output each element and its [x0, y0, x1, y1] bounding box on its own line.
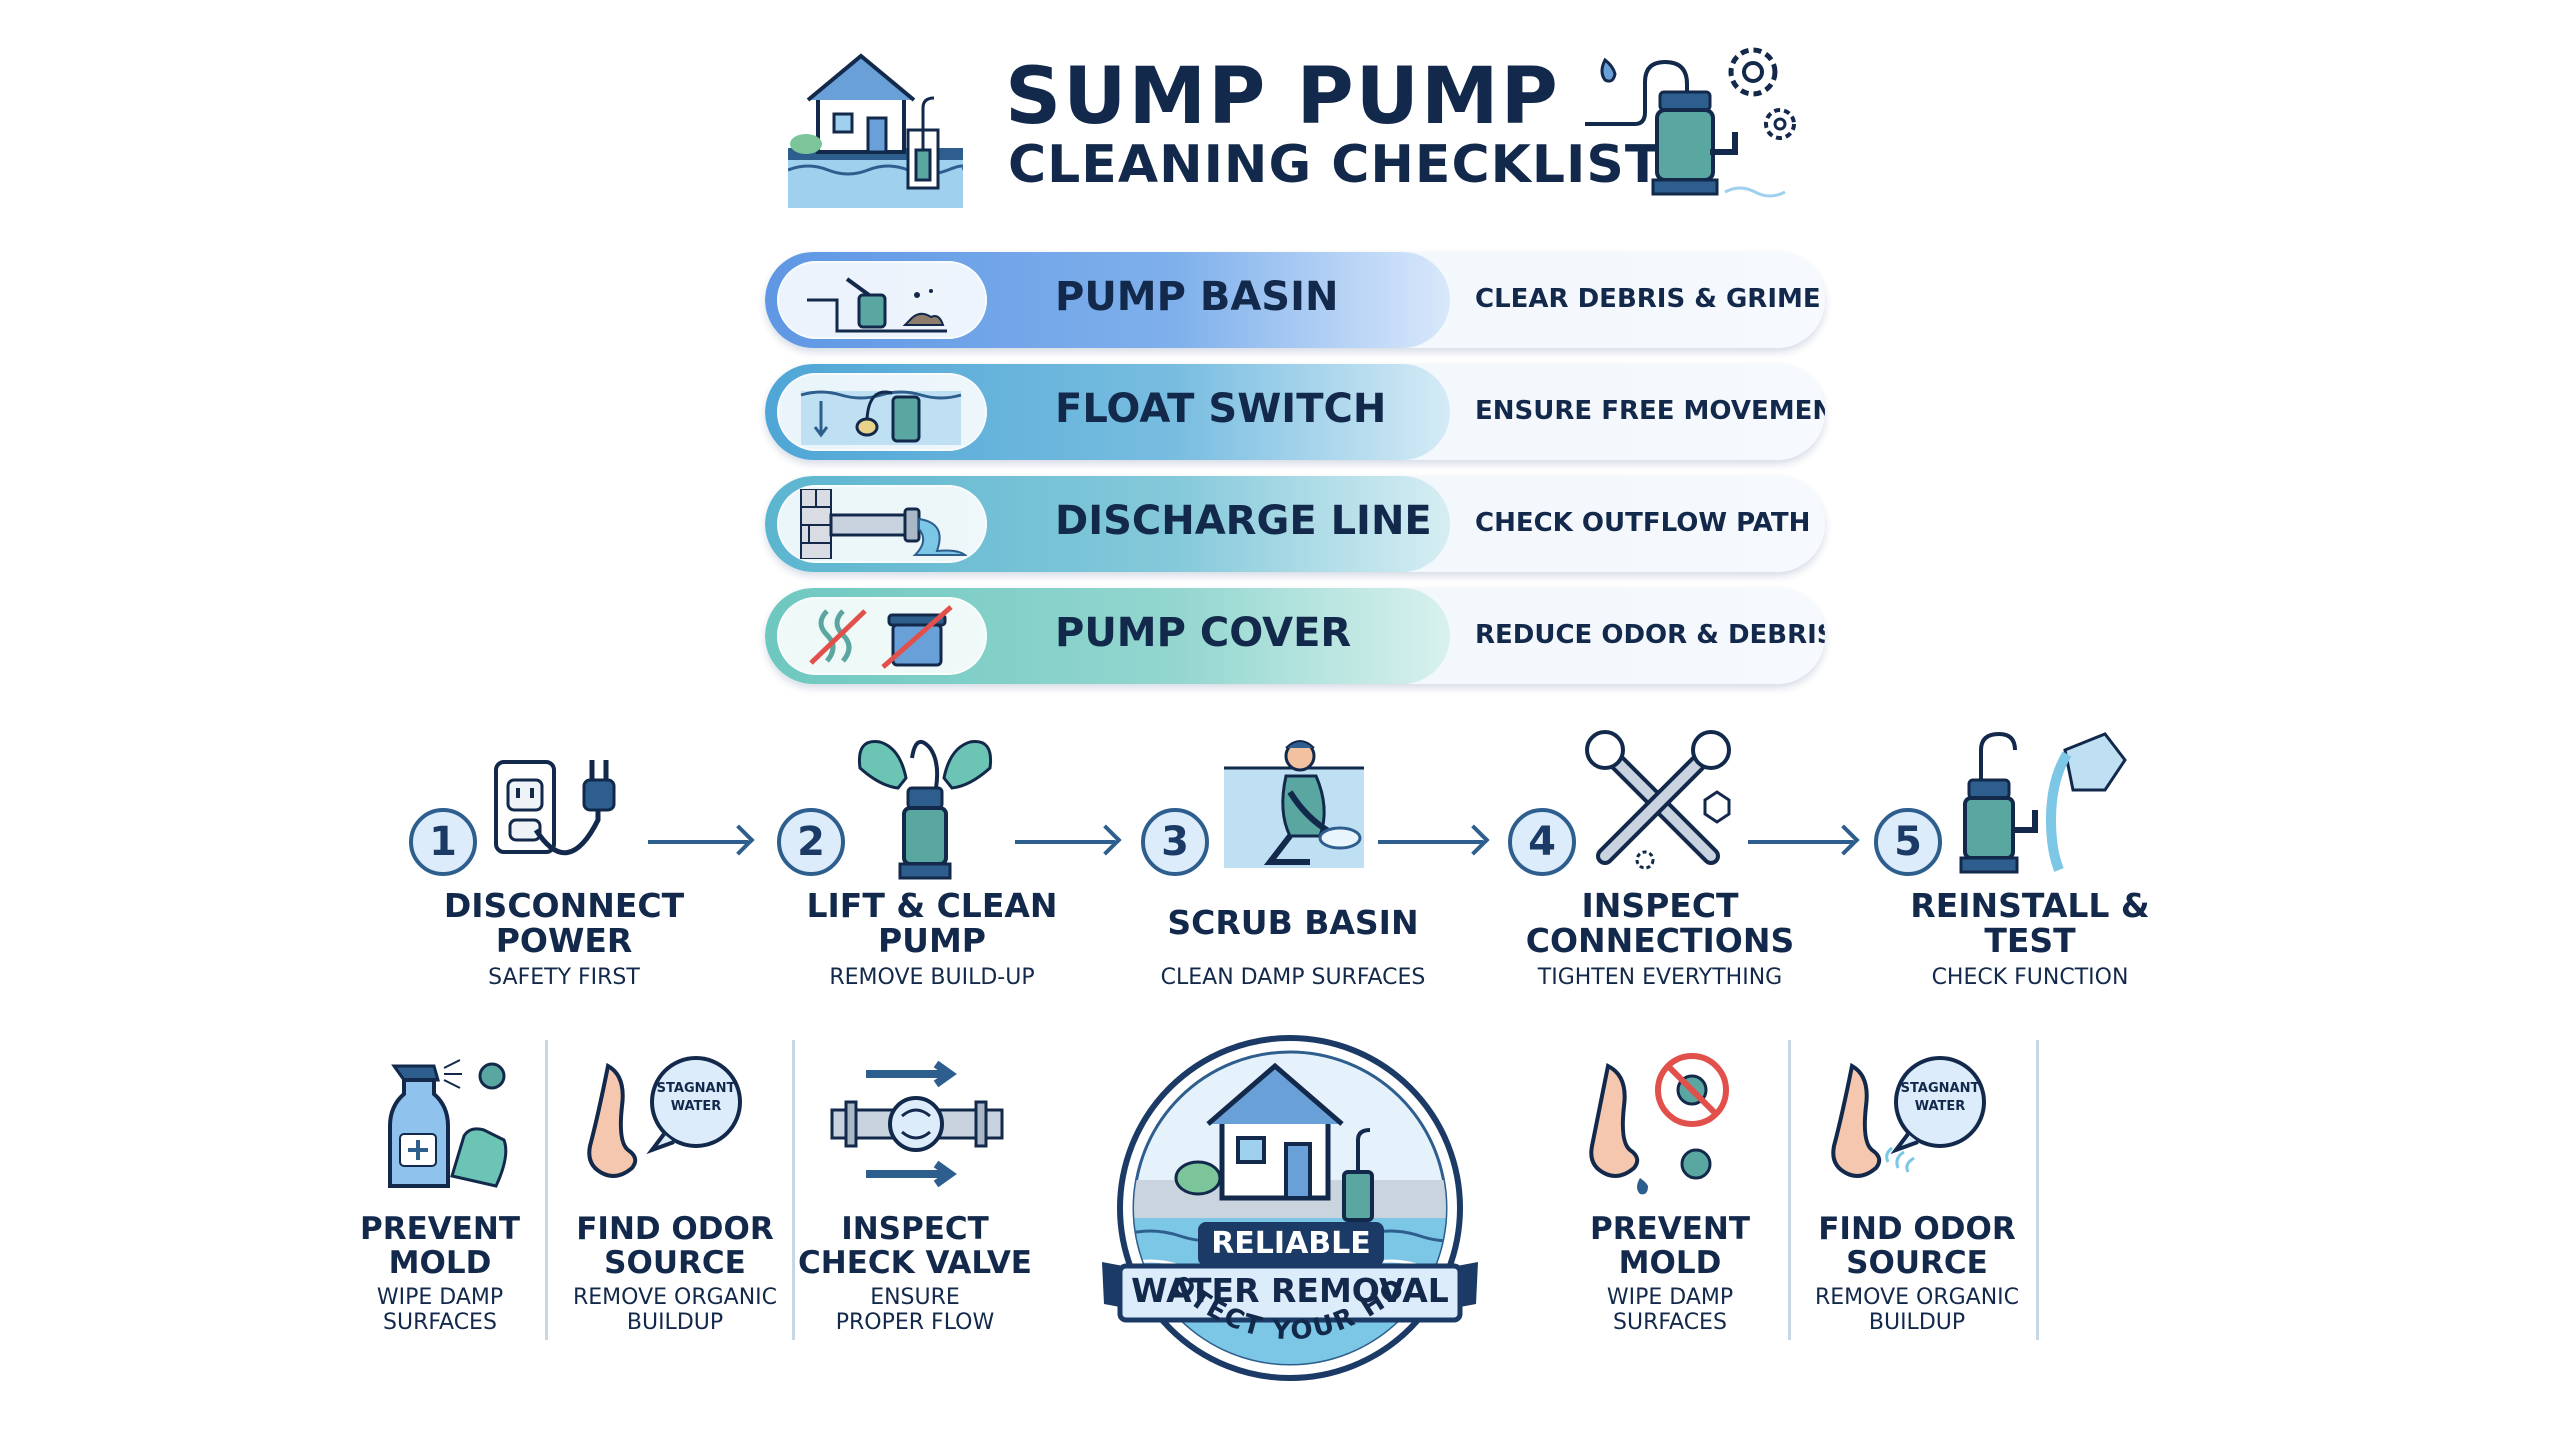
step-subtitle: CHECK FUNCTION	[1931, 965, 2129, 990]
step-number-1: 1	[409, 808, 477, 876]
tip-divider	[2036, 1040, 2039, 1340]
step-number-4: 4	[1508, 808, 1576, 876]
step-subtitle: REMOVE BUILD-UP	[829, 965, 1035, 990]
row-description: CLEAR DEBRIS & GRIME	[1475, 284, 1821, 314]
pump-gears-icon	[1585, 47, 1796, 198]
spray-bottle-icon	[388, 1059, 508, 1188]
tips-right: PREVENT MOLD WIPE DAMP SURFACES STAGNANT…	[1560, 1040, 2060, 1340]
pump-basin-icon	[807, 277, 947, 333]
step-subtitle: TIGHTEN EVERYTHING	[1537, 965, 1783, 990]
reliable-water-removal-badge: PROTECT YOUR HOME RELIABLE WATER REMOVAL	[1090, 1030, 1490, 1410]
row-icon-frame	[777, 261, 987, 339]
tip-divider	[545, 1040, 548, 1340]
power-plug-icon	[494, 760, 616, 856]
row-icon-frame	[777, 485, 987, 563]
row-label: PUMP COVER	[1055, 610, 1352, 656]
tip-subtitle: REMOVE ORGANIC BUILDUP	[1814, 1285, 2020, 1335]
row-label: PUMP BASIN	[1055, 274, 1339, 320]
tip-subtitle: ENSURE PROPER FLOW	[835, 1285, 995, 1335]
row-icon-frame	[777, 597, 987, 675]
step-title: DISCONNECT POWER	[443, 886, 685, 960]
tip-title: INSPECT CHECK VALVE	[798, 1211, 1032, 1281]
step-arrow-icon	[648, 840, 748, 844]
step-title: LIFT & CLEAN PUMP	[806, 886, 1058, 960]
step-title: REINSTALL & TEST	[1910, 886, 2150, 960]
step-number-2: 2	[777, 808, 845, 876]
step-arrow-icon	[1378, 840, 1483, 844]
checklist-row-pump-basin[interactable]: PUMP BASIN CLEAR DEBRIS & GRIME	[765, 252, 1825, 348]
check-valve-icon	[830, 1060, 1004, 1188]
step-subtitle: SAFETY FIRST	[488, 965, 640, 990]
row-label: FLOAT SWITCH	[1055, 386, 1387, 432]
house-sump-icon	[788, 53, 963, 208]
pump-cover-icon	[809, 605, 953, 669]
badge-label-main: WATER REMOVAL	[1131, 1271, 1449, 1310]
float-switch-icon	[800, 390, 962, 445]
step-number-3: 3	[1141, 808, 1209, 876]
badge-label-top: RELIABLE	[1198, 1222, 1384, 1266]
step-subtitle: CLEAN DAMP SURFACES	[1160, 965, 1426, 990]
tip-title: PREVENT MOLD	[1589, 1211, 1751, 1281]
step-arrow-icon	[1748, 840, 1853, 844]
tip-title: FIND ODOR SOURCE	[1818, 1211, 2016, 1281]
steps-section: 1 DISCONNECT POWER SAFETY FIRST 2 LIFT &…	[0, 720, 2560, 1010]
person-scrubbing-icon	[1224, 740, 1364, 868]
tip-divider	[1788, 1040, 1791, 1340]
row-description: CHECK OUTFLOW PATH	[1475, 508, 1811, 538]
page-subtitle: CLEANING CHECKLIST	[1008, 135, 1662, 195]
step-title: SCRUB BASIN	[1167, 903, 1419, 942]
step-number-5: 5	[1874, 808, 1942, 876]
page-title: SUMP PUMP	[1005, 52, 1560, 142]
header: SUMP PUMP CLEANING CHECKLIST	[0, 0, 2560, 230]
tip-subtitle: WIPE DAMP SURFACES	[1606, 1285, 1734, 1335]
tip-subtitle: REMOVE ORGANIC BUILDUP	[572, 1285, 778, 1335]
tip-subtitle: WIPE DAMP SURFACES	[376, 1285, 504, 1335]
row-description: ENSURE FREE MOVEMENT	[1475, 396, 1825, 426]
checklist-row-float-switch[interactable]: FLOAT SWITCH ENSURE FREE MOVEMENT	[765, 364, 1825, 460]
wrench-tools-icon	[1585, 730, 1731, 870]
row-icon-frame	[777, 373, 987, 451]
step-arrow-icon	[1015, 840, 1115, 844]
tip-divider	[792, 1040, 795, 1340]
row-label: DISCHARGE LINE	[1055, 498, 1432, 544]
tip-title: FIND ODOR SOURCE	[576, 1211, 774, 1281]
row-description: REDUCE ODOR & DEBRIS	[1475, 620, 1825, 650]
discharge-pipe-icon	[800, 489, 967, 559]
tip-title: PREVENT MOLD	[359, 1211, 521, 1281]
step-title: INSPECT CONNECTIONS	[1525, 886, 1795, 960]
pump-water-test-icon	[1959, 731, 2127, 874]
tips-left: PREVENT MOLD WIPE DAMP SURFACES STAGNANT…	[340, 1040, 1032, 1340]
badge-emblem: PROTECT YOUR HOME	[1090, 1030, 1478, 1381]
checklist-row-discharge-line[interactable]: DISCHARGE LINE CHECK OUTFLOW PATH	[765, 476, 1825, 572]
nose-no-germs-icon	[1589, 1053, 1729, 1195]
gloved-hands-pump-icon	[857, 739, 993, 880]
checklist-row-pump-cover[interactable]: PUMP COVER REDUCE ODOR & DEBRIS	[765, 588, 1825, 684]
